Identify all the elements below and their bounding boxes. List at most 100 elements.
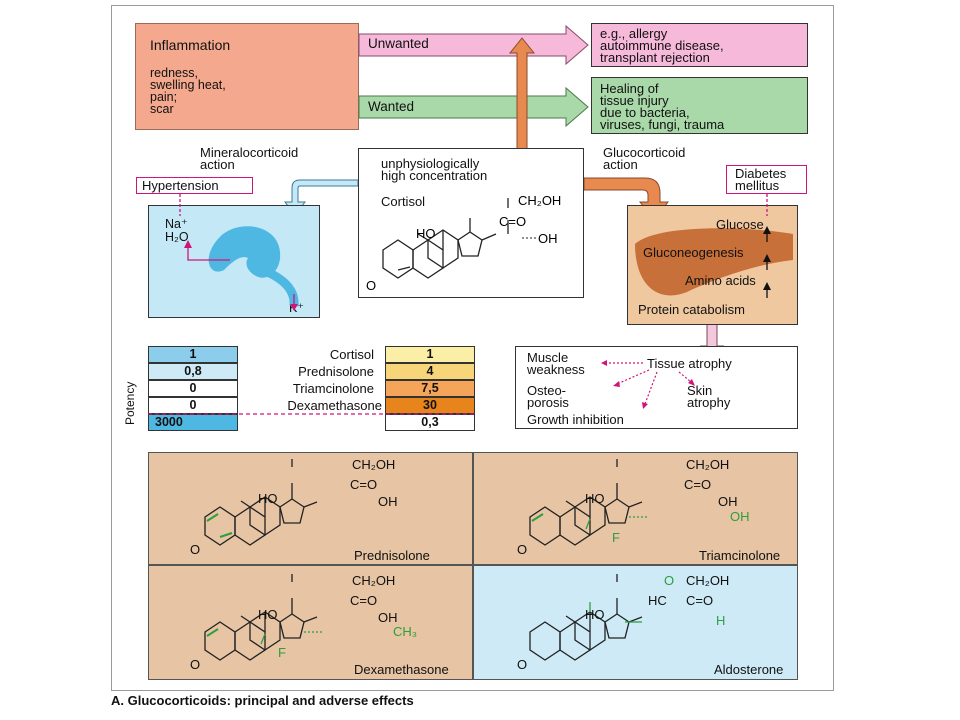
atrophy-box: Muscle weakness Tissue atrophy Osteo- po… <box>515 346 798 429</box>
skin-line-2: atrophy <box>687 395 731 410</box>
wanted-effect-2: tissue injury <box>600 93 669 108</box>
cortisol-o: O <box>366 278 376 293</box>
potency-name-cortisol: Cortisol <box>329 347 374 362</box>
inflammation-title: Inflammation <box>150 37 231 53</box>
diabetes-line-1: Diabetes <box>735 166 787 181</box>
gluco-potency-cortisol: 1 <box>385 346 475 363</box>
wanted-effect-4: viruses, fungi, trauma <box>600 117 725 132</box>
wanted-effect-1: Healing of <box>600 81 659 96</box>
mineralo-potency-prednisolone: 0,8 <box>148 363 238 380</box>
triam-oh-2: OH <box>730 509 750 524</box>
gluco-potency-aldosterone: 0,3 <box>385 414 475 431</box>
dexa-oh: OH <box>378 610 398 625</box>
unwanted-effects-box: e.g., allergy autoimmune disease, transp… <box>591 23 808 67</box>
cortisol-up-arrow <box>508 37 536 151</box>
sodium-label: Na⁺ <box>165 217 188 231</box>
triam-f: F <box>612 530 620 545</box>
cortisol-structure: CH₂OH C=O HO OH O <box>366 193 561 293</box>
osteo-line-2: porosis <box>527 395 569 410</box>
dexa-ho: HO <box>258 607 278 622</box>
growth-inhibition-label: Growth inhibition <box>527 412 624 427</box>
dexa-ch3: CH₃ <box>393 624 418 639</box>
inflammation-sign-1: redness, <box>150 66 198 80</box>
inflammation-box: Inflammation redness, swelling heat, pai… <box>135 23 359 130</box>
cortisol-ch2oh: CH₂OH <box>518 193 561 208</box>
aldosterone-label: Aldosterone <box>714 662 784 677</box>
aldo-hc: HC <box>648 593 667 608</box>
unwanted-effect-3: transplant rejection <box>600 50 710 65</box>
aldo-o-top: O <box>664 573 675 588</box>
pred-o: O <box>190 542 201 557</box>
mineralo-label-2: action <box>200 157 235 172</box>
inflammation-sign-2: swelling heat, <box>150 78 226 92</box>
pred-ho: HO <box>258 491 278 506</box>
gluco-potency-triamcinolone: 7,5 <box>385 380 475 397</box>
amino-acids-label: Amino acids <box>685 273 756 288</box>
triamcinolone-label: Triamcinolone <box>699 548 781 563</box>
triam-ch2oh: CH₂OH <box>686 457 730 472</box>
dexa-ch2oh: CH₂OH <box>352 573 396 588</box>
cortisol-co: C=O <box>499 214 526 229</box>
water-label: H₂O <box>165 230 189 244</box>
dexa-co: C=O <box>350 593 378 608</box>
aldosterone-panel: Aldosterone <box>473 565 798 680</box>
mineralo-label-1: Mineralocorticoid <box>200 145 299 160</box>
protein-catabolism-label: Protein catabolism <box>638 302 745 317</box>
unwanted-effect-1: e.g., allergy <box>600 26 668 41</box>
wanted-effect-3: due to bacteria, <box>600 105 690 120</box>
pred-oh: OH <box>378 494 398 509</box>
muscle-line-1: Muscle <box>527 350 569 365</box>
triamcinolone-panel: Triamcinolone <box>473 452 798 565</box>
cortisol-oh: OH <box>538 231 558 246</box>
diabetes-box: Diabetes mellitus <box>726 165 807 194</box>
hypertension-label: Hypertension <box>142 178 219 193</box>
aldo-h: H <box>716 613 726 628</box>
prednisolone-panel: Prednisolone <box>148 452 473 565</box>
hypertension-box: Hypertension <box>136 177 253 194</box>
prednisolone-skeleton <box>204 458 318 546</box>
aldo-co: C=O <box>686 593 714 608</box>
prednisolone-label: Prednisolone <box>354 548 430 563</box>
dexa-f: F <box>278 645 286 660</box>
concentration-line-2: high concentration <box>381 168 488 183</box>
triam-oh-1: OH <box>718 494 738 509</box>
mineralo-potency-triamcinolone: 0 <box>148 380 238 397</box>
potency-divider <box>148 413 475 415</box>
cortisol-box: unphysiologically high concentration Cor… <box>358 148 584 298</box>
osteo-line-1: Osteo- <box>527 383 567 398</box>
unwanted-arrow <box>358 24 589 66</box>
dexamethasone-label: Dexamethasone <box>354 662 449 677</box>
inflammation-sign-4: scar <box>150 102 174 116</box>
dexa-o: O <box>190 657 201 672</box>
tissue-atrophy-label: Tissue atrophy <box>647 356 732 371</box>
potency-name-triamcinolone: Triamcinolone <box>292 381 374 396</box>
gluco-label-2: action <box>603 157 638 172</box>
triam-co: C=O <box>684 477 712 492</box>
figure-caption: A. Glucocorticoids: principal and advers… <box>111 693 414 708</box>
wanted-effects-box: Healing of tissue injury due to bacteria… <box>591 77 808 134</box>
aldosterone-skeleton <box>529 573 643 661</box>
gluco-potency-prednisolone: 4 <box>385 363 475 380</box>
pred-ch2oh: CH₂OH <box>352 457 396 472</box>
atrophy-arrows <box>601 360 695 409</box>
cortisol-label: Cortisol <box>381 194 426 209</box>
skin-line-1: Skin <box>687 383 713 398</box>
aldo-ch2oh: CH₂OH <box>686 573 730 588</box>
aldo-o: O <box>517 657 528 672</box>
liver-drawing <box>635 194 793 298</box>
potency-name-prednisolone: Prednisolone <box>298 364 374 379</box>
concentration-line-1: unphysiologically <box>381 156 480 171</box>
potency-name-dexamethasone: Dexamethasone <box>287 398 382 413</box>
muscle-line-2: weakness <box>527 362 585 377</box>
unwanted-label: Unwanted <box>368 36 429 51</box>
dexamethasone-panel: Dexamethasone <box>148 565 473 680</box>
pred-co: C=O <box>350 477 378 492</box>
cortisol-ho: HO <box>416 226 436 241</box>
gluconeogenesis-label: Gluconeogenesis <box>643 245 744 260</box>
unwanted-effect-2: autoimmune disease, <box>600 38 724 53</box>
glucose-label: Glucose <box>716 217 764 232</box>
kidney-drawing <box>179 194 299 311</box>
triam-o: O <box>517 542 528 557</box>
mineralo-potency-aldosterone: 3000 <box>148 414 238 431</box>
